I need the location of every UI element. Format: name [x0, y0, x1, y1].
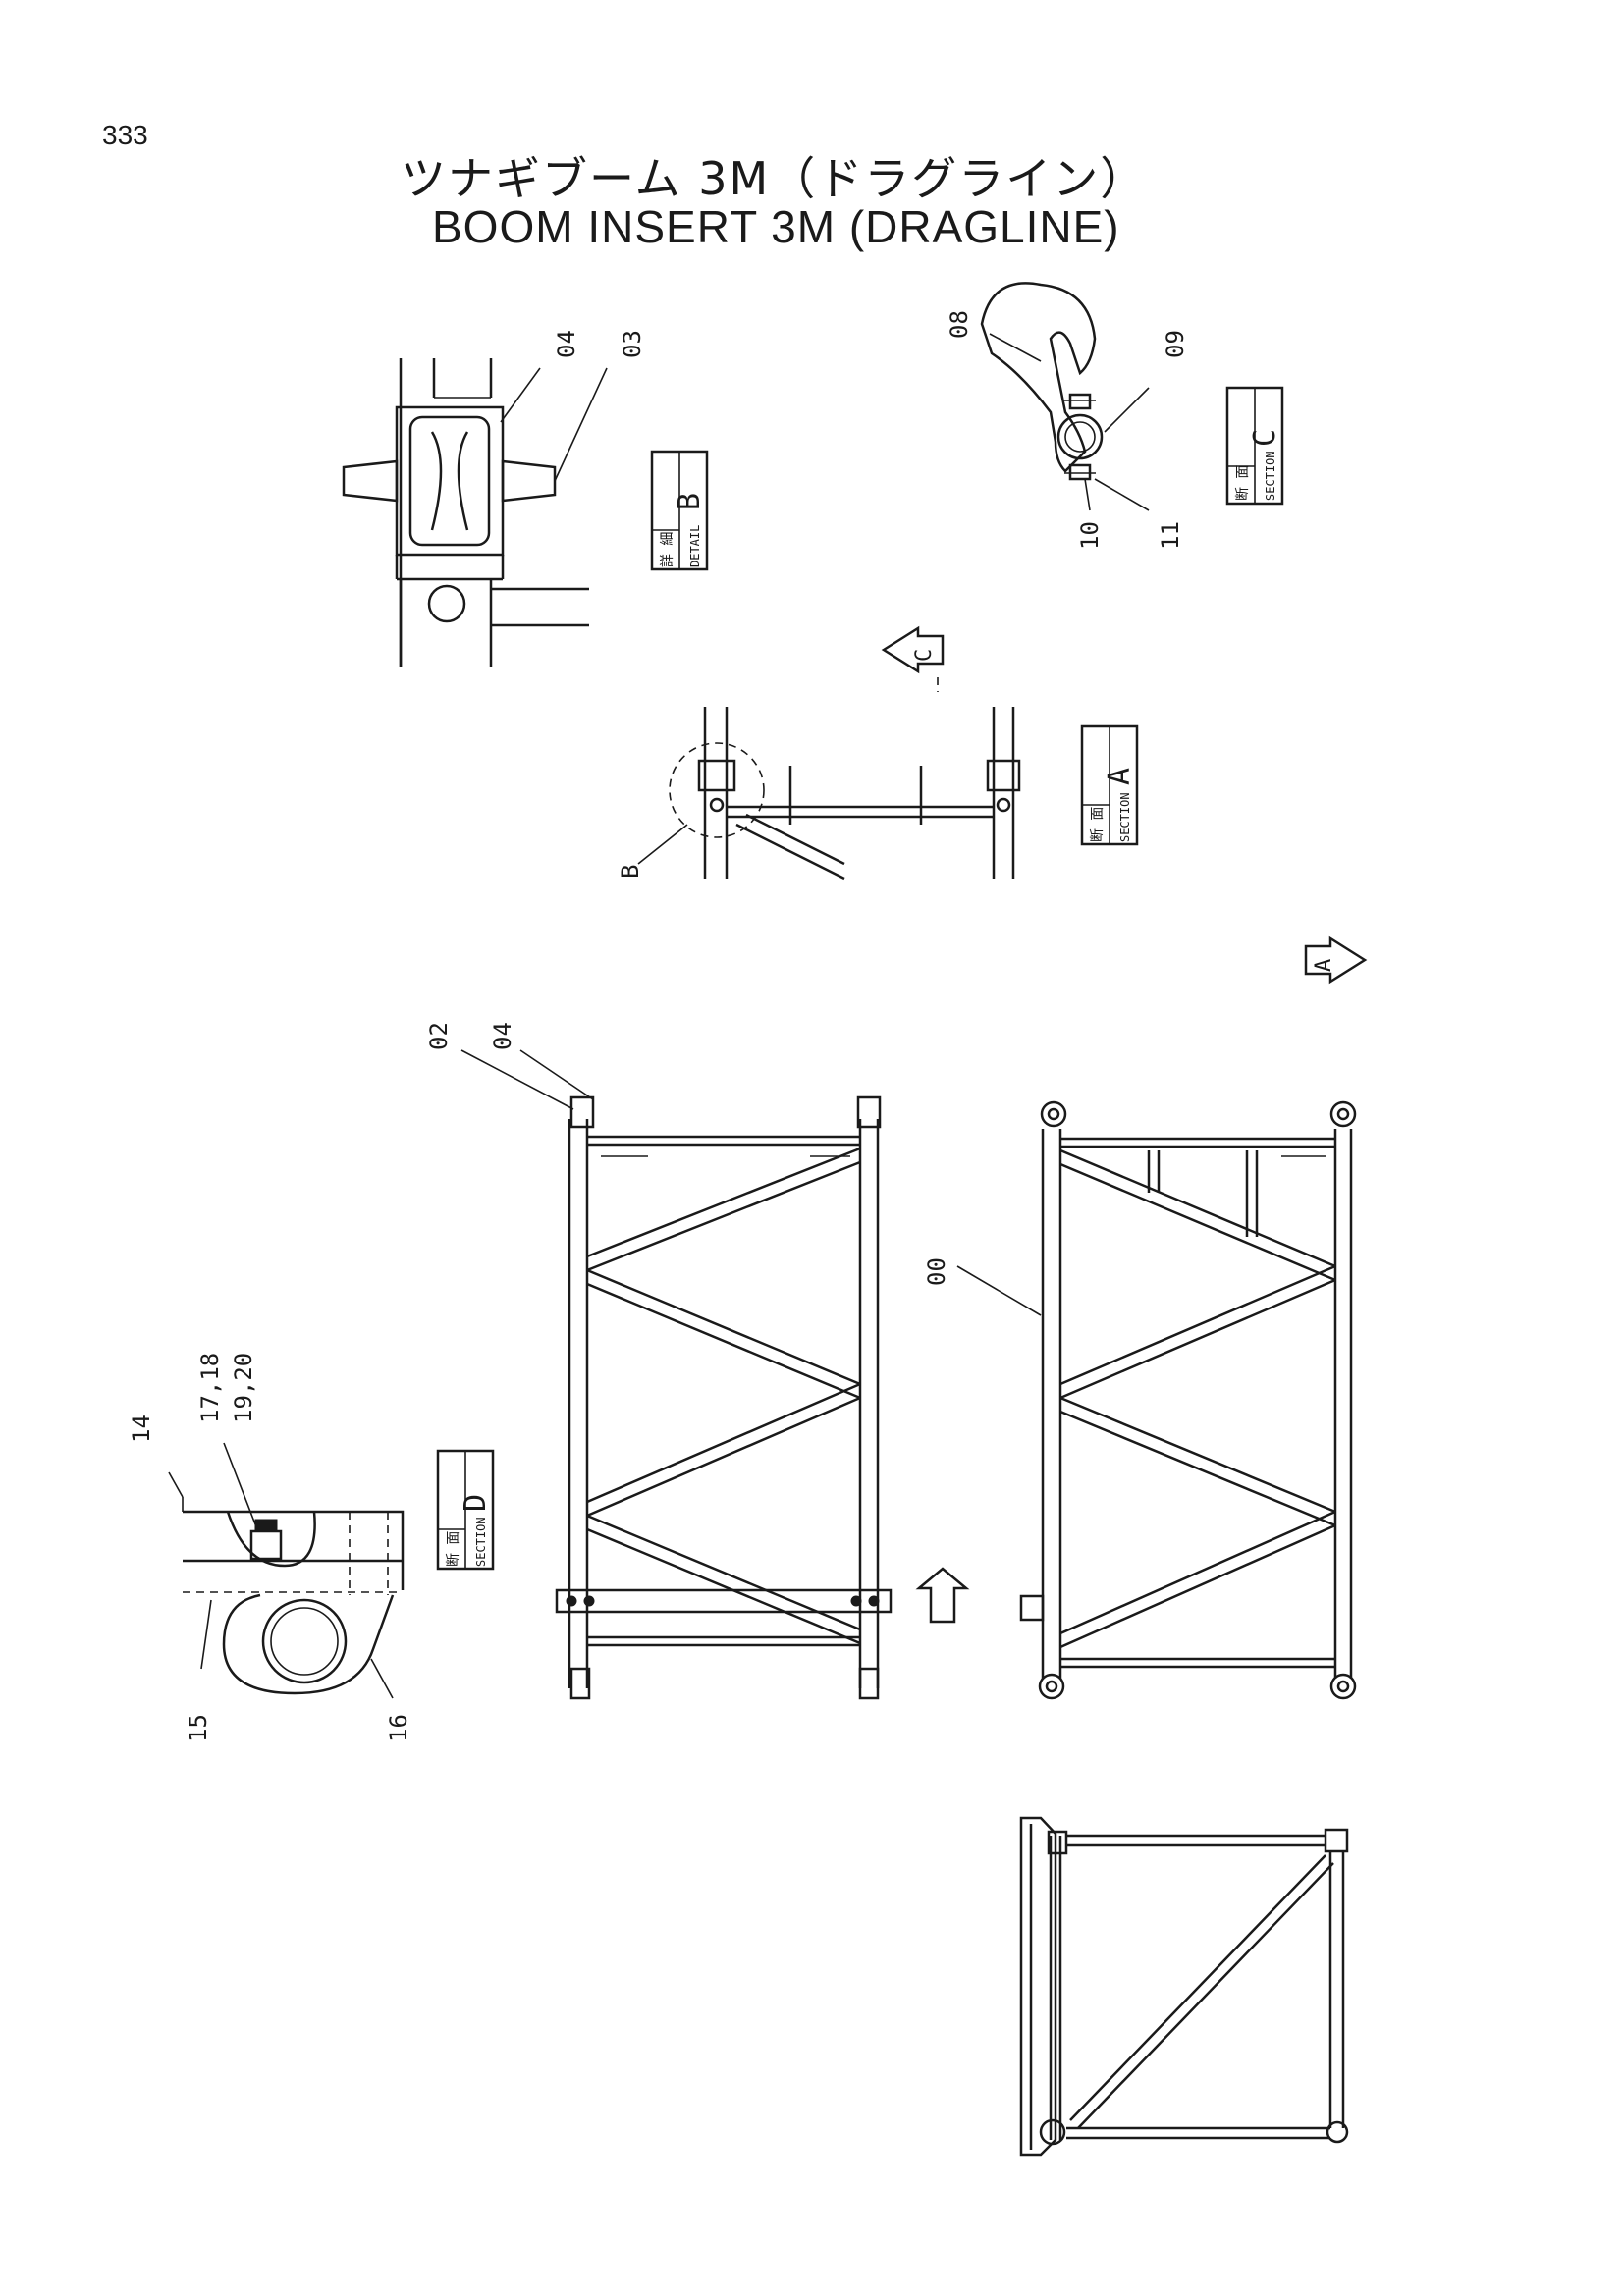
svg-text:SECTION: SECTION: [1264, 451, 1277, 501]
callout-17-18: 17,18: [196, 1353, 224, 1423]
boom-insert-end-view: [1019, 1816, 1349, 2157]
view-arrow-d: [915, 1567, 970, 1624]
section-a-label: 断 面 SECTION A: [1080, 724, 1139, 846]
svg-text:C: C: [1248, 429, 1282, 447]
truss-side-view-1: [460, 1049, 893, 1700]
callout-00: 00: [923, 1257, 950, 1286]
page-number: 333: [102, 120, 148, 150]
view-arrow-a: A: [1304, 935, 1368, 985]
callout-14: 14: [128, 1415, 155, 1443]
section-a-view: [637, 707, 1021, 881]
view-marker-b: B: [617, 865, 644, 879]
truss-side-view-2: [956, 1100, 1357, 1700]
callout-03: 03: [619, 330, 646, 358]
callout-16: 16: [385, 1714, 412, 1742]
callout-04-main: 04: [489, 1022, 516, 1050]
detail-b-label: 詳 細 DETAIL B: [650, 450, 709, 571]
callout-02: 02: [425, 1022, 453, 1050]
title-english: BOOM INSERT 3M (DRAGLINE): [432, 201, 1120, 252]
title-japanese: ツナギブーム 3M（ドラグライン）: [401, 152, 1148, 205]
callout-11: 11: [1157, 521, 1184, 550]
svg-text:断 面: 断 面: [1235, 465, 1251, 501]
svg-text:断 面: 断 面: [1090, 807, 1106, 842]
svg-text:A: A: [1103, 768, 1137, 785]
callout-10: 10: [1076, 521, 1104, 550]
callout-04-detail: 04: [553, 330, 580, 358]
callout-19-20: 19,20: [230, 1353, 257, 1423]
svg-text:D: D: [459, 1494, 493, 1512]
section-c-view: [980, 282, 1150, 511]
view-arrow-c: C: [881, 625, 945, 692]
svg-text:詳 細: 詳 細: [660, 532, 676, 567]
svg-text:SECTION: SECTION: [1118, 792, 1132, 842]
section-c-label: 断 面 SECTION C: [1225, 386, 1284, 506]
svg-text:断 面: 断 面: [446, 1531, 461, 1567]
callout-08: 08: [946, 310, 973, 339]
svg-text:A: A: [1312, 959, 1336, 972]
section-d-label: 断 面 SECTION D: [436, 1449, 495, 1571]
detail-b-view: [342, 358, 608, 667]
svg-text:DETAIL: DETAIL: [688, 525, 702, 567]
svg-text:B: B: [673, 493, 707, 510]
callout-15: 15: [185, 1714, 212, 1742]
svg-text:SECTION: SECTION: [474, 1517, 488, 1567]
section-d-view: [168, 1442, 405, 1699]
callout-09: 09: [1162, 330, 1189, 358]
svg-text:C: C: [912, 649, 937, 662]
